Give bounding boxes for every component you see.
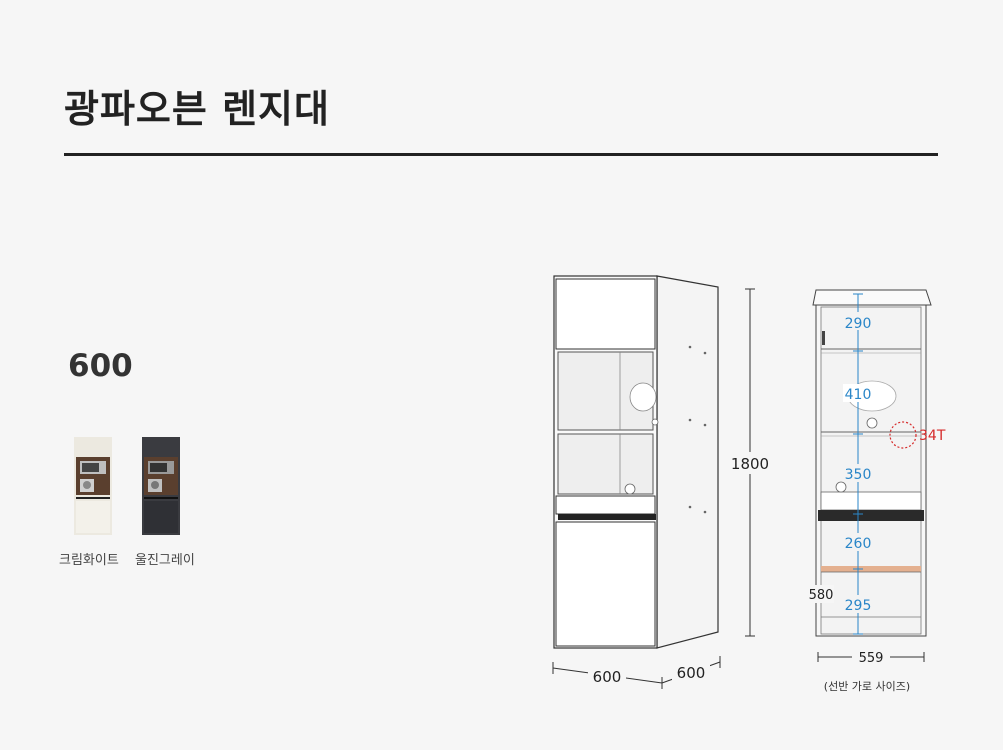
width-dimension: 600: [593, 668, 622, 686]
perspective-drawing: 1800 600 600: [552, 275, 770, 689]
swatch-uljin-gray[interactable]: [142, 437, 180, 539]
swatch-cream-white[interactable]: [74, 437, 112, 539]
swatch-label-cream-white: 크림화이트: [59, 553, 119, 568]
compartment-5-height: 295: [845, 598, 872, 614]
side-height-label: 580: [809, 588, 834, 603]
title-divider: [64, 153, 938, 156]
compartment-4-height: 260: [845, 536, 872, 552]
shelf-width-label: 559: [859, 651, 884, 666]
shelf-width-note: (선반 가로 사이즈): [824, 680, 910, 693]
front-drawing: 290 410 350 260 295 34T 580 559 (선반 가로 사…: [808, 289, 946, 693]
depth-dimension: 600: [677, 664, 706, 682]
compartment-3-height: 350: [845, 467, 872, 483]
swatch-label-uljin-gray: 울진그레이: [135, 553, 195, 568]
size-label: 600: [68, 348, 133, 384]
compartment-2-height: 410: [845, 387, 872, 403]
shelf-thickness-label: 34T: [919, 428, 946, 444]
compartment-1-height: 290: [845, 316, 872, 332]
height-dimension: 1800: [731, 455, 769, 473]
page-title: 광파오븐 렌지대: [64, 87, 330, 131]
